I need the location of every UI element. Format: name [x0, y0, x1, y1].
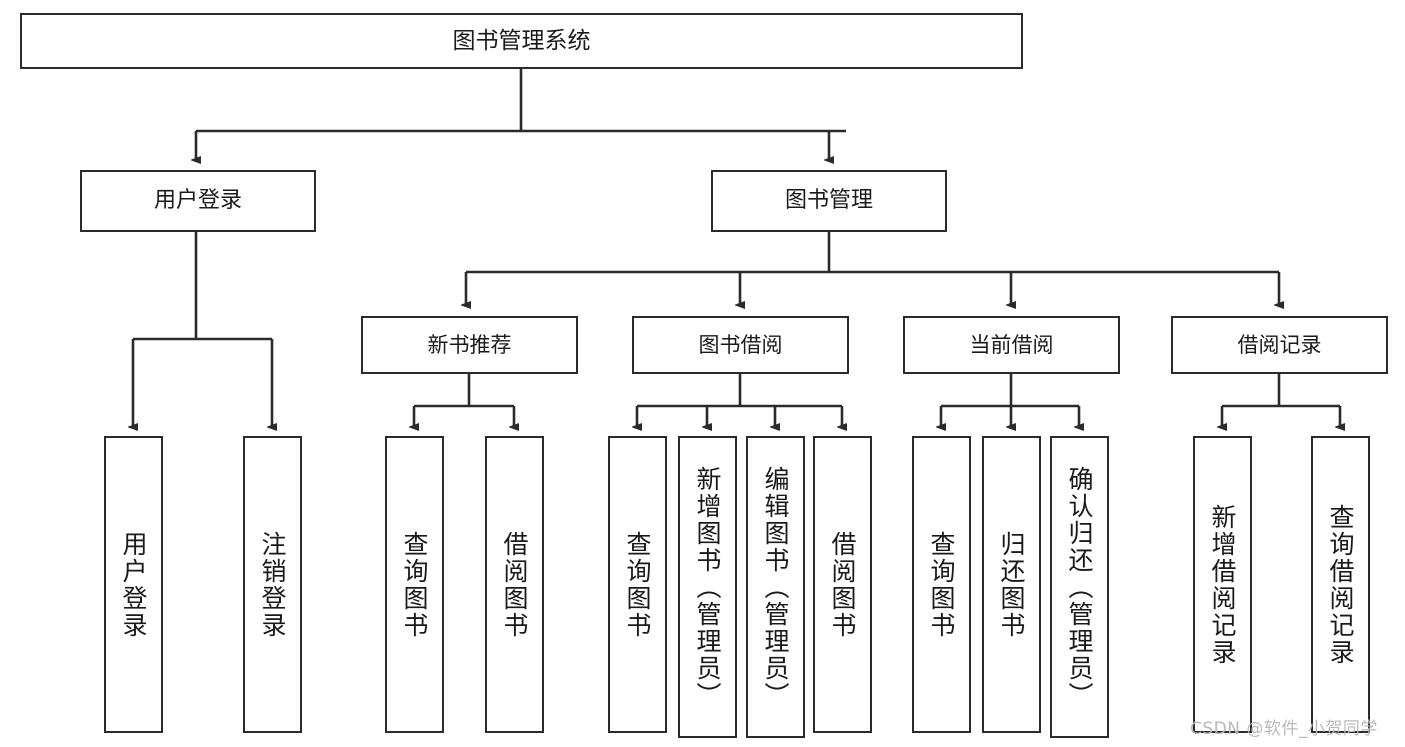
- leaf-current-confirm-return-admin[interactable]: 确认归还（管理员）: [1050, 436, 1109, 738]
- node-label: 当前借阅: [969, 332, 1054, 357]
- leaf-label: 注销登录: [258, 530, 287, 639]
- node-user-login[interactable]: 用户登录: [80, 170, 316, 232]
- leaf-current-query-book[interactable]: 查询图书: [912, 436, 971, 733]
- node-book-borrow[interactable]: 图书借阅: [632, 316, 849, 374]
- node-root-system[interactable]: 图书管理系统: [20, 13, 1023, 69]
- leaf-recommend-query-book[interactable]: 查询图书: [385, 436, 444, 733]
- leaf-label: 查询图书: [927, 530, 956, 639]
- node-label: 新书推荐: [427, 332, 512, 357]
- node-label: 图书管理系统: [452, 27, 591, 54]
- leaf-label: 用户登录: [119, 530, 148, 639]
- leaf-current-return-book[interactable]: 归还图书: [982, 436, 1041, 733]
- leaf-label: 确认归还（管理员）: [1065, 465, 1094, 709]
- node-label: 用户登录: [153, 188, 242, 214]
- leaf-label: 新增借阅记录: [1208, 503, 1237, 666]
- leaf-label: 查询图书: [400, 530, 429, 639]
- leaf-label: 借阅图书: [828, 530, 857, 639]
- csdn-watermark: CSDN @软件_小贺同学: [1190, 719, 1378, 739]
- leaf-record-query-record[interactable]: 查询借阅记录: [1311, 436, 1370, 733]
- leaf-label: 借阅图书: [500, 530, 529, 639]
- leaf-label: 归还图书: [997, 530, 1026, 639]
- node-label: 图书管理: [784, 188, 873, 214]
- node-borrow-record[interactable]: 借阅记录: [1171, 316, 1388, 374]
- node-label: 借阅记录: [1237, 332, 1322, 357]
- node-book-management[interactable]: 图书管理: [711, 170, 947, 232]
- leaf-borrow-edit-book-admin[interactable]: 编辑图书（管理员）: [746, 436, 805, 738]
- leaf-label: 查询图书: [623, 530, 652, 639]
- leaf-recommend-borrow-book[interactable]: 借阅图书: [485, 436, 544, 733]
- leaf-user-login-login[interactable]: 用户登录: [104, 436, 163, 733]
- leaf-label: 编辑图书（管理员）: [761, 465, 790, 709]
- node-new-book-recommend[interactable]: 新书推荐: [361, 316, 578, 374]
- leaf-label: 新增图书（管理员）: [693, 465, 722, 709]
- leaf-label: 查询借阅记录: [1326, 503, 1355, 666]
- leaf-borrow-query-book[interactable]: 查询图书: [608, 436, 667, 733]
- node-label: 图书借阅: [698, 332, 783, 357]
- leaf-borrow-add-book-admin[interactable]: 新增图书（管理员）: [678, 436, 737, 738]
- leaf-user-login-logout[interactable]: 注销登录: [243, 436, 302, 733]
- node-current-borrow[interactable]: 当前借阅: [903, 316, 1120, 374]
- leaf-record-add-record[interactable]: 新增借阅记录: [1193, 436, 1252, 733]
- leaf-borrow-borrow-book[interactable]: 借阅图书: [813, 436, 872, 733]
